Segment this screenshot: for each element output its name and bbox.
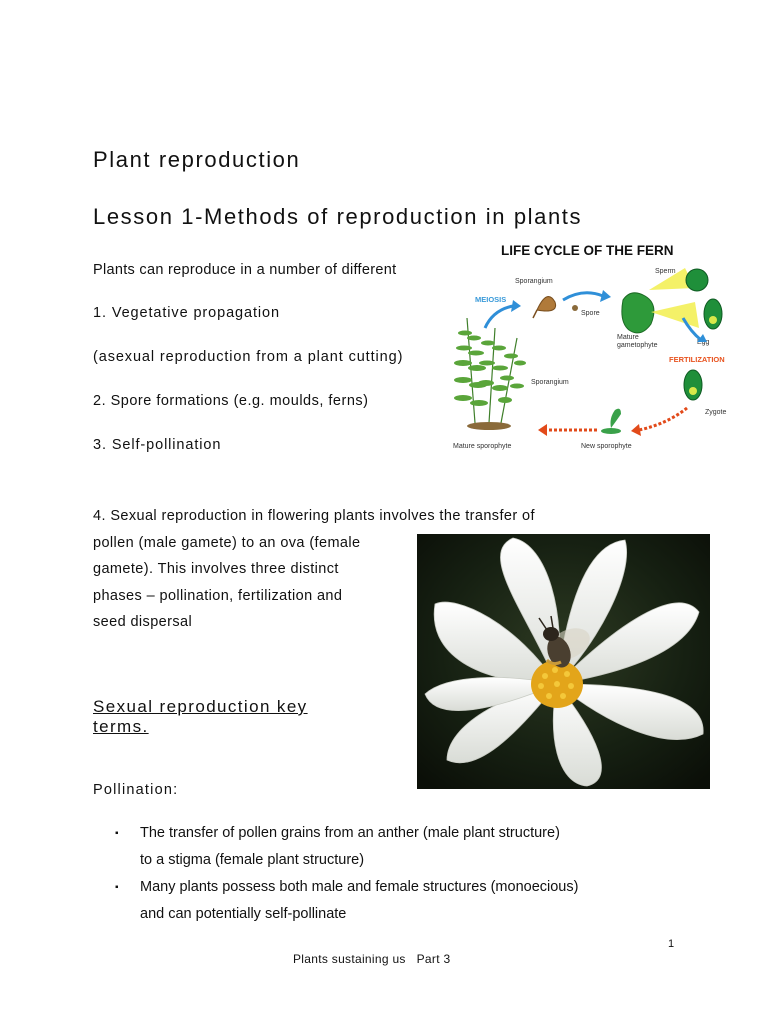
list-item-line: The transfer of pollen grains from an an… [140,825,560,841]
key-terms-heading: Sexual reproduction key terms. [93,697,308,736]
pollination-bullet-list: ▪ The transfer of pollen grains from an … [115,820,715,928]
label-spore: Spore [581,310,600,317]
paragraph-line: 4. Sexual reproduction in flowering plan… [93,508,535,524]
sporangium-icon [536,296,557,312]
fern-life-cycle-diagram: LIFE CYCLE OF THE FERN Sporangium MEIOSI… [453,243,727,450]
bee-icon [538,615,590,668]
gametophyte-icon [621,292,655,334]
diagram-title: LIFE CYCLE OF THE FERN [501,243,674,258]
arrow-meiosis-icon [483,304,514,329]
bullet-marker-icon: ▪ [115,882,119,893]
label-fertilization: FERTILIZATION [669,355,725,364]
paragraph-line: pollen (male gamete) to an ova (female [93,534,361,551]
list-item: ▪ The transfer of pollen grains from an … [115,820,715,874]
list-item-line: Many plants possess both male and female… [140,879,579,895]
arrow-spore-icon [562,291,604,302]
label-zygote: Zygote [705,409,727,416]
paragraph-line: phases – pollination, fertilization and [93,587,343,604]
page-number: 1 [668,938,675,950]
list-item-line: and can potentially self-pollinate [140,906,347,922]
label-sporangium-top: Sporangium [515,278,553,285]
label-new-sporophyte: New sporophyte [581,443,632,450]
bullet-marker-icon: ▪ [115,828,119,839]
arrow-zygote-icon [638,406,688,432]
lesson-title: Lesson 1-Methods of reproduction in plan… [93,204,583,229]
label-sporangium-mid: Sporangium [531,379,569,386]
paragraph-line: gamete). This involves three distinct [93,561,339,577]
egg-icon [703,298,723,330]
method-self-pollination: 3. Self-pollination [93,437,222,453]
sexual-reproduction-paragraph: 4. Sexual reproduction in flowering plan… [93,503,653,636]
new-sporophyte-icon [610,408,621,428]
spore-icon [572,305,578,311]
list-item: ▪ Many plants possess both male and fema… [115,874,715,928]
mature-sporophyte-icon [454,317,526,430]
method-spore: 2. Spore formations (e.g. moulds, ferns) [93,393,369,409]
zygote-icon [683,369,703,401]
label-mature-sporophyte: Mature sporophyte [453,443,511,450]
sperm-icon [685,268,709,292]
paragraph-line: seed dispersal [93,614,193,630]
label-egg: Egg [697,339,710,346]
flower-with-bee-photo [417,534,710,789]
label-gametophyte: gametophyte [617,342,658,349]
list-item-line: to a stigma (female plant structure) [140,852,365,868]
label-meiosis: MEIOSIS [475,295,506,304]
page-footer: Plants sustaining us Part 3 [293,952,451,966]
method-vegetative-note: (asexual reproduction from a plant cutti… [93,349,404,365]
pollination-label: Pollination: [93,782,179,798]
label-sperm: Sperm [655,268,676,275]
page-title: Plant reproduction [93,147,301,172]
method-vegetative: 1. Vegetative propagation [93,305,280,321]
label-mature: Mature [617,334,639,341]
intro-text: Plants can reproduce in a number of diff… [93,262,397,278]
petals [424,537,704,787]
